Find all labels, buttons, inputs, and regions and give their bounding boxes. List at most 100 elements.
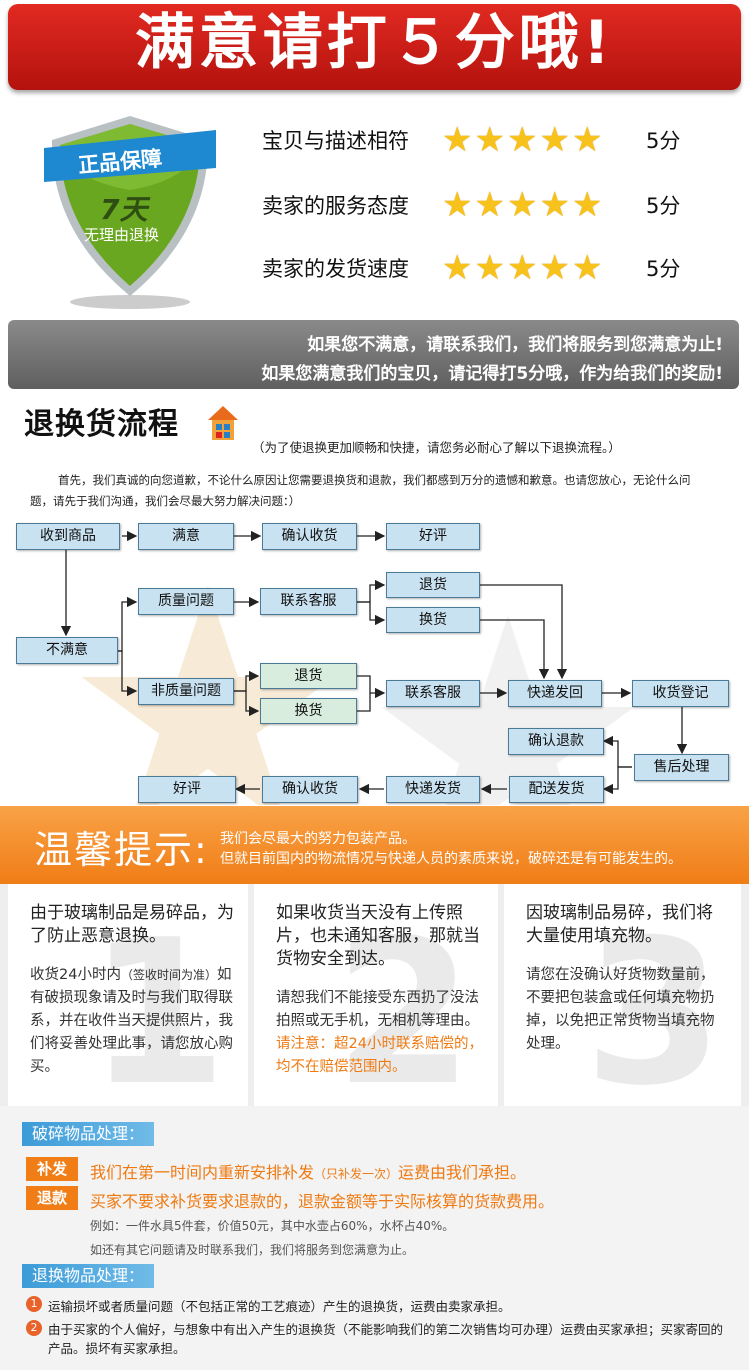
refund-badge: 退款 (26, 1186, 78, 1210)
star-icon[interactable]: ★ (474, 120, 505, 160)
resend-text-a: 我们在第一时间内重新安排补发 (90, 1163, 315, 1182)
tips-line-2: 但就目前国内的物流情况与快递人员的素质来说，破碎还是有可能发生的。 (220, 851, 682, 867)
notice-column-1: 1 由于玻璃制品是易碎品，为了防止恶意退换。 收货24小时内（签收时间为准）如有… (8, 884, 248, 1114)
tips-band (0, 806, 749, 884)
returns-tag: 退换物品处理： (22, 1264, 154, 1288)
column-body-warning: 请注意：超24小时联系赔偿的，均不在赔偿范围内。 (276, 1036, 483, 1075)
policy-section (0, 1106, 749, 1370)
notice-column-3: 3 因玻璃制品易碎，我们将大量使用填充物。 请您在没确认好货物数量前，不要把包装… (504, 884, 741, 1114)
house-icon (206, 404, 240, 444)
node-dispatch: 配送发货 (509, 776, 604, 803)
star-icon[interactable]: ★ (506, 248, 538, 288)
rating-score: 5分 (646, 129, 681, 153)
star-icon[interactable]: ★ (506, 185, 538, 225)
column-body-a: 请恕我们不能接受东西扔了没法拍照或无手机，无相机等理由。 (276, 990, 479, 1029)
node-exchange: 换货 (386, 607, 480, 633)
node-receipt-register: 收货登记 (632, 680, 729, 707)
banner-title: 满意请打５分哦! (134, 8, 615, 78)
notice-line-2: 如果您满意我们的宝贝，请记得打5分哦，作为给我们的奖励! (261, 364, 723, 384)
node-return: 退货 (386, 572, 480, 598)
node-contact-service: 联系客服 (260, 588, 357, 615)
node-ship-back: 快递发回 (508, 680, 602, 707)
notice-column-2: 2 如果收货当天没有上传照片，也未通知客服，那就当货物安全到达。 请恕我们不能接… (254, 884, 498, 1114)
column-body: 请恕我们不能接受东西扔了没法拍照或无手机，无相机等理由。请注意：超24小时联系赔… (276, 987, 484, 1079)
breakage-tag: 破碎物品处理： (22, 1122, 154, 1146)
star-icon[interactable]: ★ (506, 120, 538, 160)
flow-intro: 首先，我们真诚的向您道歉，不论什么原因让您需要退换货和退款，我们都感到万分的遗憾… (30, 473, 691, 508)
number-2-icon: 2 (26, 1320, 42, 1336)
notice-bar (8, 320, 739, 389)
node-quality-issue: 质量问题 (138, 588, 234, 615)
resend-text-c: 运费由我们承担。 (398, 1163, 527, 1182)
column-body-a: 收货24小时内 (30, 967, 121, 983)
star-icon[interactable]: ★ (442, 185, 473, 225)
node-express-ship: 快递发货 (386, 776, 480, 803)
resend-badge: 补发 (26, 1157, 78, 1181)
shield-icon (44, 116, 216, 309)
star-icon[interactable]: ★ (442, 248, 473, 288)
star-icon[interactable]: ★ (571, 185, 603, 225)
refund-text: 买家不要求补货要求退款的，退款金额等于实际核算的货款费用。 (90, 1192, 555, 1211)
column-body-note: （签收时间为准） (120, 968, 217, 982)
node-good-review: 好评 (386, 523, 480, 550)
node-confirm-receipt: 确认收货 (262, 523, 357, 550)
rating-row: 卖家的服务态度 ★★★★★ 5分 (262, 185, 722, 225)
background-number: 1 (88, 897, 228, 1130)
flow-connectors (60, 530, 688, 795)
number-1-icon: 1 (26, 1296, 42, 1312)
node-good-review: 好评 (138, 776, 236, 803)
return-item: 2 由于买家的个人偏好，与想象中有出入产生的退换货（不能影响我们的第二次销售均可… (26, 1320, 726, 1358)
star-icon[interactable]: ★ (474, 185, 505, 225)
star-icon[interactable]: ★ (571, 248, 603, 288)
node-exchange: 换货 (260, 698, 357, 724)
rating-label: 卖家的服务态度 (262, 194, 409, 218)
flowchart: ★ ★ 收到商品 满意 (0, 515, 749, 805)
flow-subtitle: （为了使退换更加顺畅和快捷，请您务必耐心了解以下退换流程。） (252, 440, 621, 455)
rating-stars[interactable]: ★★★★★ (442, 188, 632, 222)
rating-stars[interactable]: ★★★★★ (442, 123, 632, 157)
node-after-sale: 售后处理 (634, 754, 729, 781)
shield-emblem: 正品保障 7天 无理由退换 (40, 110, 220, 310)
rating-score: 5分 (646, 257, 681, 281)
node-confirm-receipt: 确认收货 (262, 776, 358, 803)
tips-line-1: 我们会尽最大的努力包装产品。 (220, 831, 416, 847)
column-body-c: 如有破损现象请及时与我们取得联系，并在收件当天提供照片，我们将妥善处理此事，请您… (30, 967, 233, 1075)
rating-stars[interactable]: ★★★★★ (442, 251, 632, 285)
node-return: 退货 (260, 663, 357, 689)
shield-note: 无理由退换 (84, 226, 160, 244)
star-icon[interactable]: ★ (571, 120, 603, 160)
node-unsatisfied: 不满意 (16, 637, 118, 664)
column-heading: 因玻璃制品易碎，我们将大量使用填充物。 (526, 903, 713, 946)
star-icon[interactable]: ★ (442, 120, 473, 160)
rating-label: 宝贝与描述相符 (262, 129, 409, 153)
return-item-text: 运输损坏或者质量问题（不包括正常的工艺痕迹）产生的退换货，运费由卖家承担。 (48, 1299, 511, 1314)
star-icon[interactable]: ★ (539, 248, 570, 288)
column-heading: 如果收货当天没有上传照片，也未通知客服，那就当货物安全到达。 (276, 903, 480, 969)
notice-line-1: 如果您不满意，请联系我们，我们将服务到您满意为止! (307, 335, 723, 355)
resend-text: 我们在第一时间内重新安排补发（只补发一次）运费由我们承担。 (90, 1159, 526, 1183)
top-banner (8, 4, 741, 90)
column-body: 请您在没确认好货物数量前，不要把包装盒或任何填充物扔掉，以免把正常货物当填充物处… (526, 967, 715, 1052)
node-satisfied: 满意 (138, 523, 234, 550)
tips-title: 温馨提示: (34, 828, 209, 872)
node-contact-service: 联系客服 (386, 680, 480, 707)
example-text: 例如：一件水具5件套，价值50元，其中水壶占60%，水杯占40%。 (90, 1219, 455, 1233)
node-received: 收到商品 (16, 523, 120, 550)
flow-title: 退换货流程 (24, 407, 179, 442)
background-number: 2 (334, 897, 474, 1130)
column-body: 收货24小时内（签收时间为准）如有破损现象请及时与我们取得联系，并在收件当天提供… (30, 964, 234, 1079)
return-item: 1 运输损坏或者质量问题（不包括正常的工艺痕迹）产生的退换货，运费由卖家承担。 (26, 1296, 736, 1315)
shield-days: 7天 (100, 193, 148, 226)
contact-text: 如还有其它问题请及时联系我们，我们将服务到您满意为止。 (90, 1243, 415, 1257)
return-item-text: 由于买家的个人偏好，与想象中有出入产生的退换货（不能影响我们的第二次销售均可办理… (48, 1322, 724, 1356)
column-heading: 由于玻璃制品是易碎品，为了防止恶意退换。 (30, 903, 234, 946)
rating-row: 宝贝与描述相符 ★★★★★ 5分 (262, 120, 722, 160)
star-icon[interactable]: ★ (474, 248, 505, 288)
star-icon[interactable]: ★ (539, 185, 570, 225)
star-icon[interactable]: ★ (539, 120, 570, 160)
node-confirm-refund: 确认退款 (508, 728, 604, 755)
rating-row: 卖家的发货速度 ★★★★★ 5分 (262, 248, 722, 288)
resend-text-b: （只补发一次） (314, 1167, 399, 1181)
background-number: 3 (584, 897, 724, 1130)
rating-score: 5分 (646, 194, 681, 218)
